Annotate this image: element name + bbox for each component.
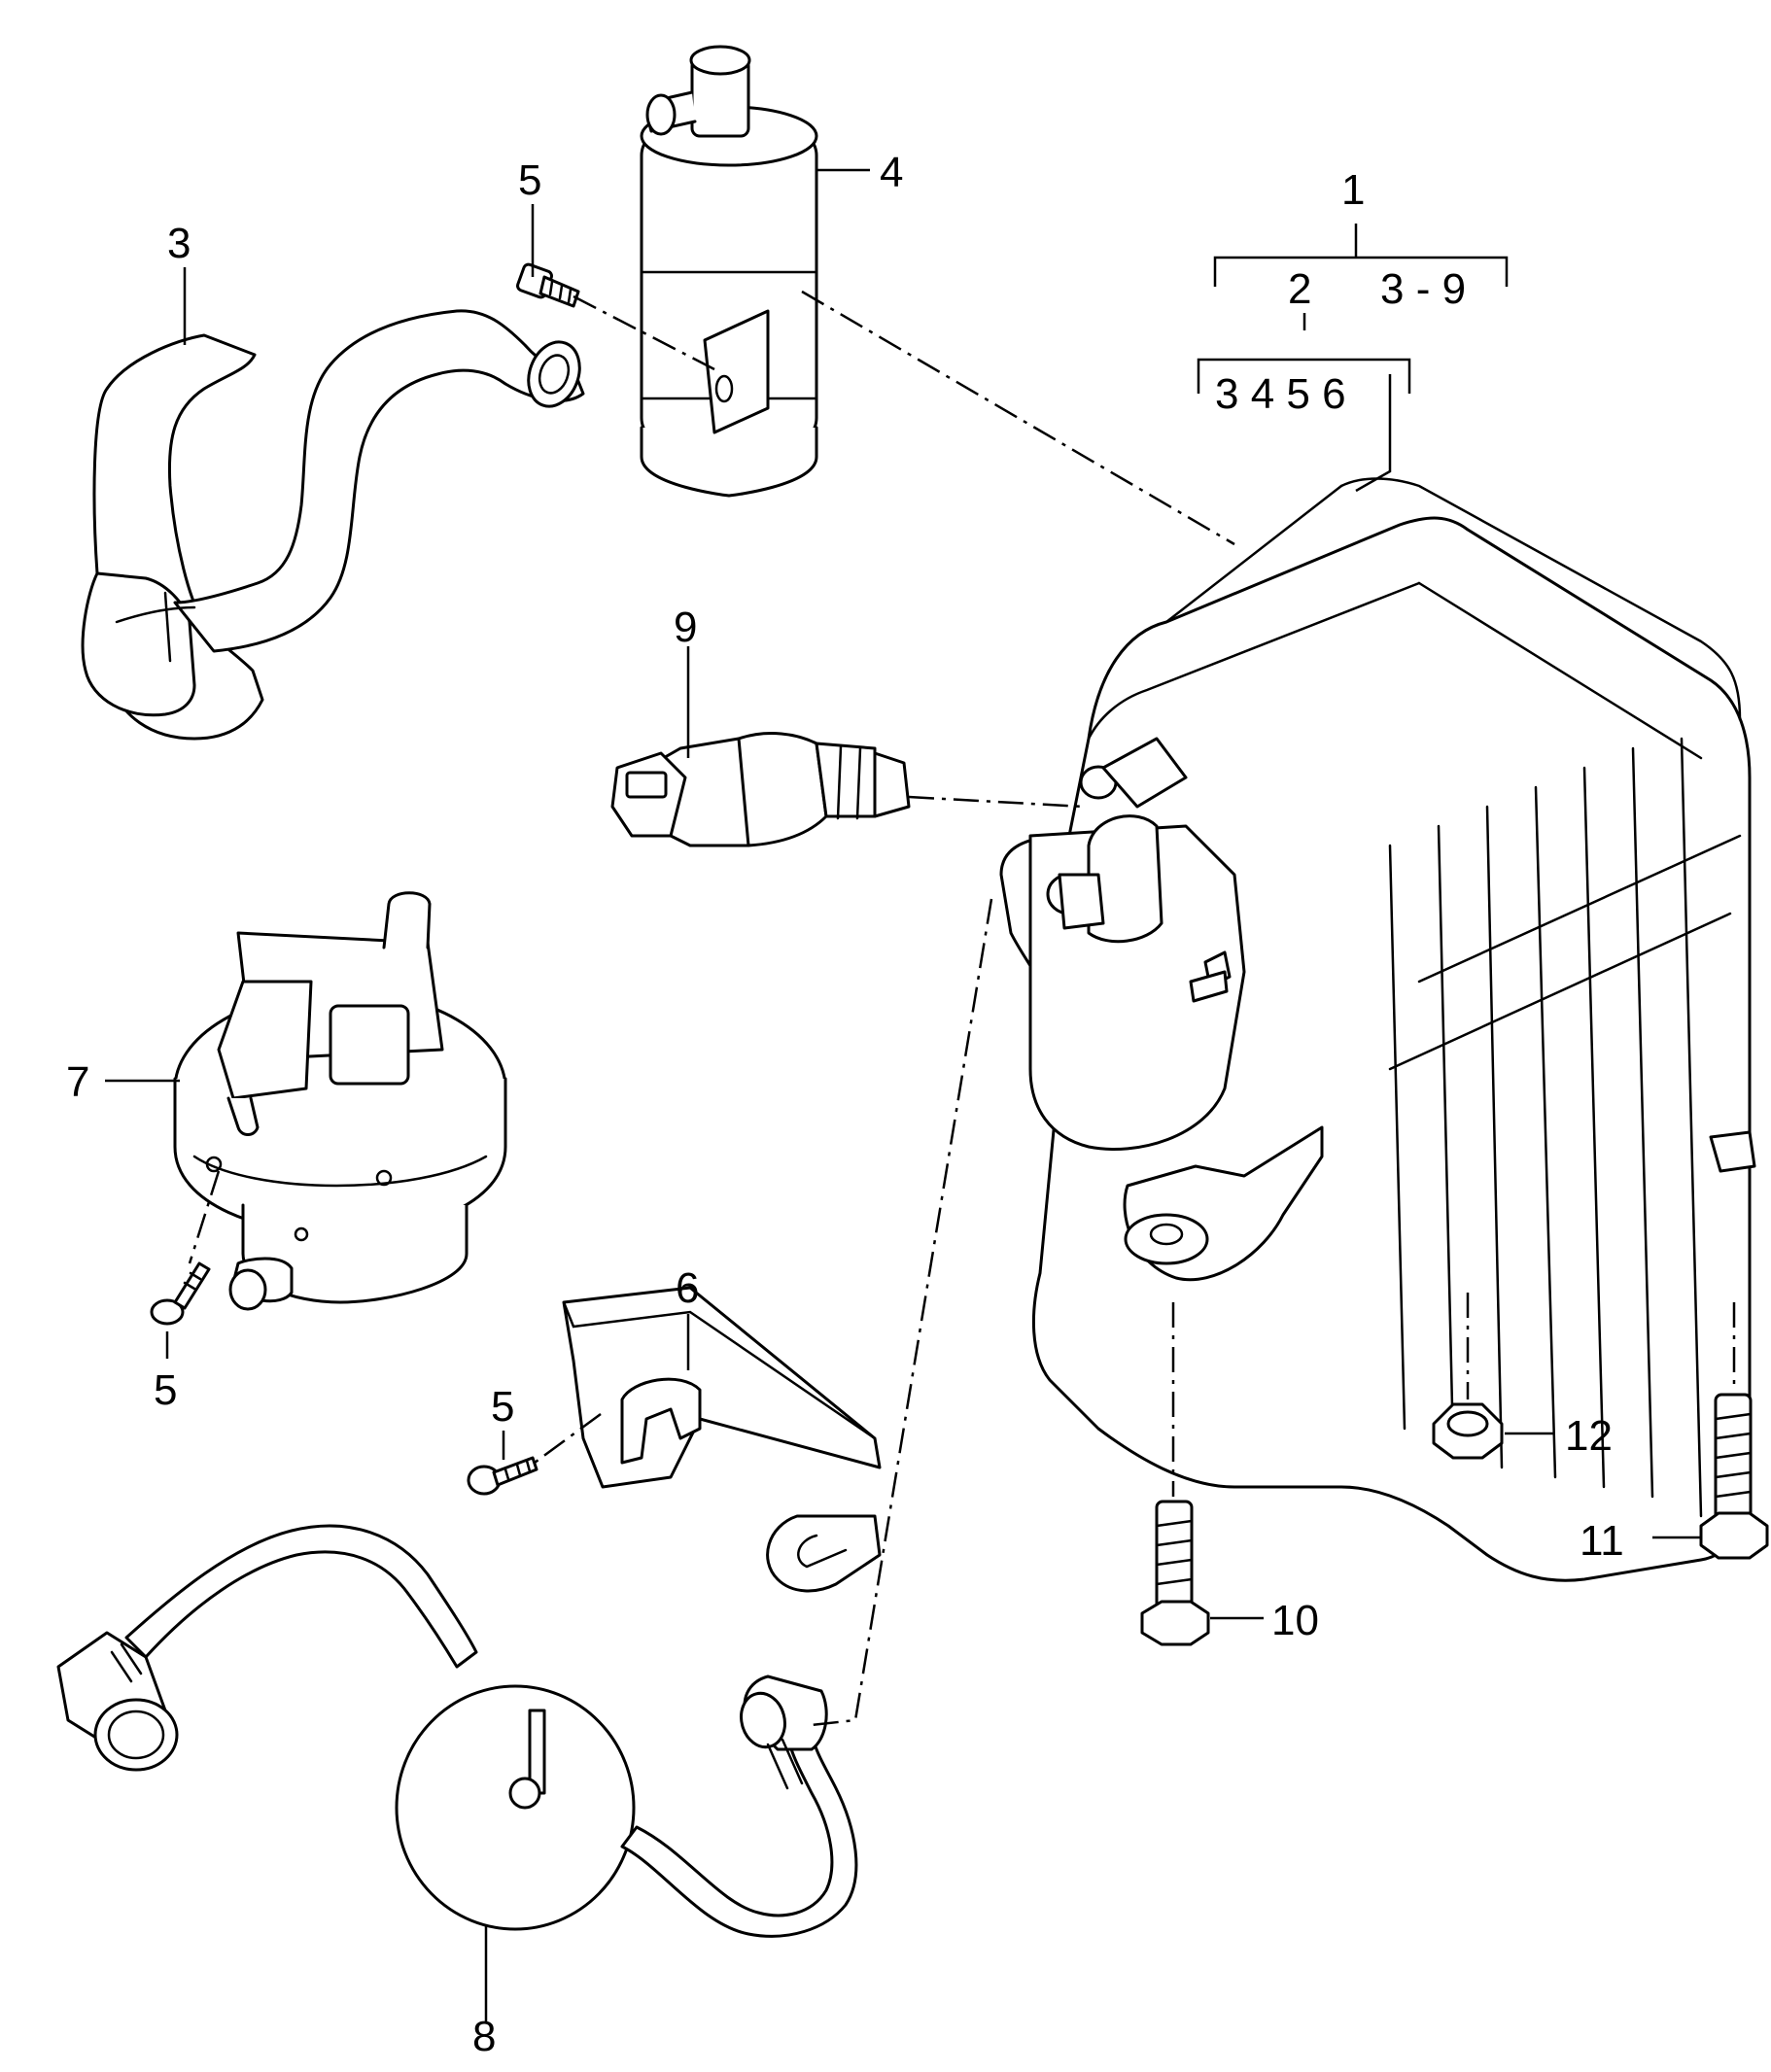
callout-8: 8: [472, 2013, 496, 2060]
part-11-bolt: [1699, 1393, 1769, 1560]
part-1-canister: [999, 477, 1756, 1582]
assembly-lines: [188, 290, 1736, 1727]
callout-5-top: 5: [518, 156, 541, 204]
part-9-valve: [610, 732, 911, 847]
part-10-bolt: [1140, 1500, 1210, 1646]
callout-labels: 1 2 3 - 9 3 4 5 6 3 4 5 9 7 5 6 5 8 10 1…: [66, 149, 1624, 2060]
part-5-screw-left: [150, 1261, 211, 1326]
callout-4: 4: [880, 149, 903, 196]
part-4-filter: [640, 45, 818, 498]
callout-3456: 3 4 5 6: [1215, 370, 1346, 418]
part-6-bracket: [562, 1286, 882, 1593]
leader-lines: [105, 168, 1701, 2021]
part-5-screw-top: [516, 262, 580, 308]
part-8-hose-assembly: [56, 1524, 858, 1938]
callout-5-left: 5: [154, 1366, 177, 1414]
callout-3-9: 3 - 9: [1380, 265, 1466, 313]
part-7-pump: [173, 891, 507, 1311]
callout-1: 1: [1341, 166, 1365, 214]
callout-3: 3: [167, 220, 191, 267]
callout-12: 12: [1565, 1412, 1613, 1460]
callout-2: 2: [1288, 265, 1311, 313]
part-3-hose: [81, 309, 585, 741]
callout-11: 11: [1580, 1517, 1624, 1565]
part-5-screw-middle: [467, 1456, 538, 1496]
callout-10: 10: [1271, 1597, 1319, 1644]
part-12-nut: [1432, 1402, 1504, 1460]
callout-5-middle: 5: [491, 1383, 514, 1431]
callout-6: 6: [676, 1264, 699, 1312]
callout-7: 7: [66, 1058, 89, 1106]
callout-9: 9: [674, 604, 697, 651]
